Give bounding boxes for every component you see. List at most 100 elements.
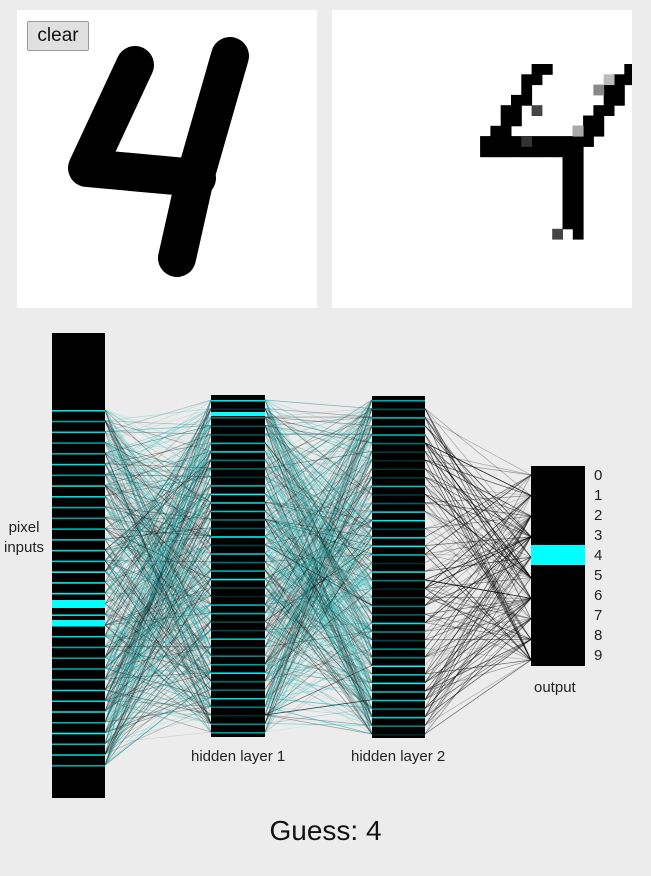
drawing-canvas[interactable]: clear	[17, 10, 317, 308]
connection-line	[424, 495, 532, 529]
connection-line	[264, 578, 373, 718]
pixel-cell	[583, 136, 594, 147]
connection-line	[104, 549, 212, 682]
connection-line	[264, 697, 373, 709]
connection-line	[104, 528, 212, 622]
connection-line	[104, 578, 212, 712]
connection-line	[104, 578, 212, 755]
connection-line	[104, 629, 212, 755]
connection-line	[104, 416, 212, 680]
connection-line	[264, 527, 373, 623]
connection-line	[104, 578, 212, 669]
connection-line	[264, 493, 373, 572]
clear-button[interactable]: clear	[27, 21, 89, 51]
connection-line	[264, 501, 373, 641]
connection-line	[264, 639, 373, 716]
connection-line	[264, 425, 373, 683]
connection-line	[424, 598, 532, 709]
layer-bars	[52, 333, 585, 798]
connection-line	[264, 545, 373, 690]
connection-line	[264, 408, 373, 707]
connection-line	[104, 467, 212, 647]
neuron-activation	[372, 656, 425, 659]
connection-line	[104, 408, 212, 755]
connection-line	[264, 545, 373, 571]
connection-line	[104, 416, 212, 465]
connection-line	[104, 474, 212, 724]
connection-line	[104, 581, 212, 656]
connection-line	[104, 474, 212, 639]
connection-line	[104, 408, 212, 475]
connection-line	[104, 663, 212, 712]
connection-line	[104, 646, 212, 658]
connection-line	[264, 399, 373, 461]
connection-line	[264, 416, 373, 529]
connection-line	[104, 657, 212, 724]
connection-line	[104, 544, 212, 583]
connection-line	[104, 654, 212, 658]
connection-line	[264, 603, 373, 641]
connection-line	[424, 451, 532, 661]
connection-line	[264, 485, 373, 648]
connection-line	[104, 680, 212, 766]
connection-line	[424, 598, 532, 683]
pixel-cell	[541, 64, 553, 75]
connection-line	[264, 570, 373, 622]
connection-line	[264, 476, 373, 546]
connection-line	[104, 646, 212, 744]
connection-line	[264, 434, 373, 588]
connection-line	[104, 416, 212, 658]
connection-line	[264, 586, 373, 658]
connection-line	[104, 452, 212, 563]
connection-line	[104, 587, 212, 733]
connection-line	[104, 467, 212, 701]
connection-line	[264, 663, 373, 692]
pixel-cell	[521, 84, 533, 96]
connection-line	[104, 501, 212, 572]
connection-line	[264, 416, 373, 588]
connection-line	[104, 493, 212, 551]
neuron-activation	[211, 485, 265, 487]
connection-line	[264, 433, 373, 606]
connection-line	[264, 484, 373, 649]
neuron-activation	[52, 765, 105, 767]
connection-line	[104, 431, 212, 554]
connection-line	[424, 545, 532, 661]
connection-line	[104, 614, 212, 639]
connection-line	[104, 510, 212, 551]
connection-line	[104, 612, 212, 680]
connection-line	[424, 495, 532, 641]
connection-line	[104, 612, 212, 690]
connection-line	[424, 536, 532, 572]
connection-line	[104, 450, 212, 561]
connection-line	[264, 604, 373, 709]
connection-line	[264, 476, 373, 733]
connection-line	[104, 485, 212, 682]
connection-line	[104, 629, 212, 712]
connection-line	[264, 408, 373, 699]
connection-line	[264, 699, 373, 716]
pixel-cell	[572, 167, 584, 178]
connection-line	[104, 612, 212, 637]
connection-line	[264, 416, 373, 605]
connection-line	[264, 596, 373, 699]
connection-line	[264, 536, 373, 580]
connection-line	[104, 416, 212, 454]
connection-line	[264, 433, 373, 478]
connection-line	[264, 476, 373, 597]
connection-line	[264, 442, 373, 597]
connection-line	[424, 577, 532, 589]
connection-line	[104, 603, 212, 699]
connection-line	[264, 416, 373, 726]
neuron-activation	[372, 622, 425, 625]
connection-line	[104, 420, 212, 690]
connection-line	[104, 442, 212, 669]
connection-line	[424, 442, 532, 496]
connection-line	[104, 603, 212, 648]
connection-line	[264, 476, 373, 622]
connection-line	[104, 416, 212, 583]
connection-line	[104, 467, 212, 497]
connection-line	[104, 441, 212, 537]
connection-line	[264, 459, 373, 622]
connection-line	[264, 595, 373, 649]
